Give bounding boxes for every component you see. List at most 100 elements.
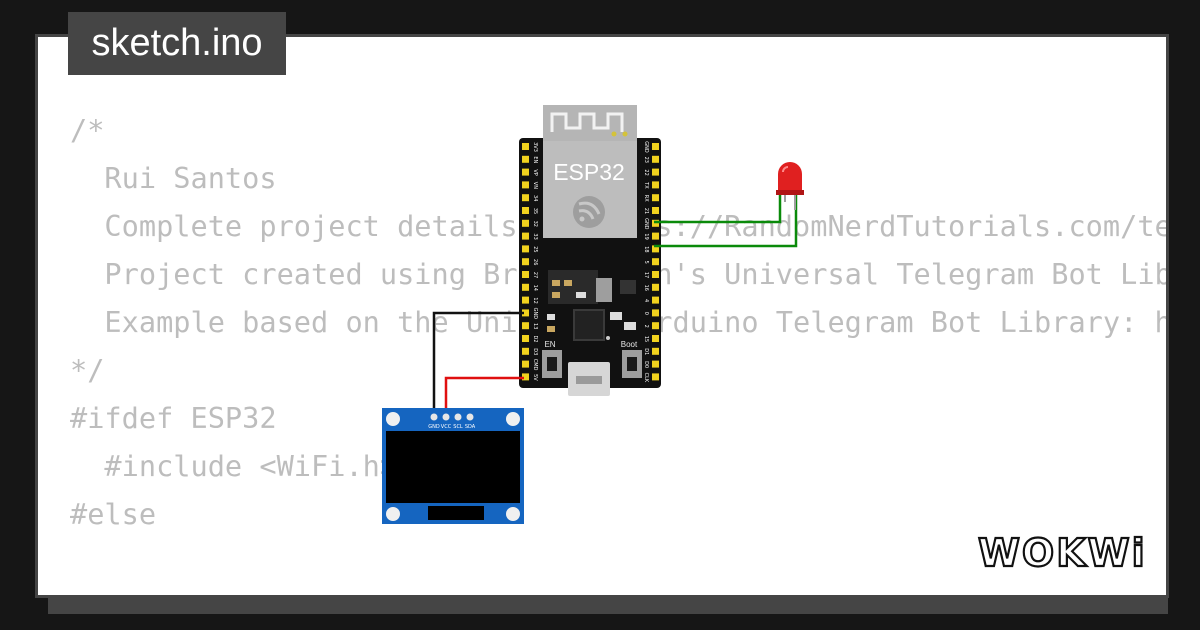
- wokwi-logo-text: WOKWi: [978, 531, 1147, 575]
- pin-label: D2: [532, 335, 538, 342]
- header-pin[interactable]: [652, 283, 659, 291]
- oled-pin[interactable]: [442, 413, 450, 421]
- header-pin[interactable]: [522, 181, 529, 189]
- pin-label: 15: [643, 336, 649, 342]
- header-pin[interactable]: [522, 271, 529, 278]
- esp32-board[interactable]: ESP32 3V3ENVPVN343532332526271412GND13D2…: [519, 105, 661, 396]
- header-pin[interactable]: [652, 143, 659, 150]
- boot-button[interactable]: [622, 350, 642, 378]
- header-pin[interactable]: [652, 335, 659, 342]
- header-pin[interactable]: [522, 258, 529, 266]
- pin-label: 17: [643, 272, 649, 278]
- pin-label: D0: [643, 361, 649, 368]
- header-pin[interactable]: [652, 373, 659, 381]
- code-line: #include <WiFi.h>: [70, 449, 398, 483]
- pin-label: 2: [643, 325, 649, 328]
- header-pin[interactable]: [652, 219, 659, 227]
- header-pin[interactable]: [522, 335, 529, 342]
- pin-label: GND: [643, 141, 649, 153]
- header-pin[interactable]: [652, 232, 659, 240]
- header-pin[interactable]: [652, 309, 659, 317]
- header-pin[interactable]: [522, 360, 529, 368]
- pin-label: 14: [532, 285, 538, 291]
- wire-led-anode[interactable]: [654, 182, 782, 224]
- pin-label: 35: [532, 208, 538, 214]
- pin-label: 33: [532, 233, 538, 239]
- header-pin[interactable]: [652, 245, 659, 253]
- pin-label: 12: [532, 297, 538, 303]
- header-pin[interactable]: [522, 322, 529, 330]
- code-line: Rui Santos: [70, 161, 277, 195]
- oled-pin-label: SCL: [453, 424, 463, 430]
- header-pin[interactable]: [652, 207, 659, 214]
- header-pin[interactable]: [522, 143, 529, 150]
- header-pin[interactable]: [652, 168, 659, 176]
- pin-label: 13: [532, 323, 538, 329]
- header-pin[interactable]: [522, 232, 529, 240]
- header-pin[interactable]: [522, 347, 529, 355]
- pin-label: RX: [643, 195, 649, 202]
- header-pin[interactable]: [652, 271, 659, 278]
- en-label: EN: [544, 340, 555, 349]
- header-pin[interactable]: [522, 155, 529, 163]
- header-pin[interactable]: [522, 296, 529, 304]
- pin-label: CLK: [643, 373, 649, 383]
- code-line: #else: [70, 497, 157, 531]
- pin-label: 3V3: [532, 142, 538, 152]
- oled-pin[interactable]: [466, 413, 474, 421]
- file-tab[interactable]: sketch.ino: [68, 12, 286, 75]
- pin-label: 23: [643, 157, 649, 163]
- esp32-label: ESP32: [553, 159, 625, 185]
- oled-pin[interactable]: [430, 413, 438, 421]
- pin-label: VN: [532, 182, 538, 189]
- oled-pin-label: SDA: [465, 424, 476, 430]
- header-pin[interactable]: [652, 258, 659, 266]
- pin-label: 27: [532, 272, 538, 278]
- pin-label: 22: [643, 169, 649, 175]
- pin-label: 25: [532, 246, 538, 252]
- led-icon[interactable]: [776, 162, 804, 210]
- header-pin[interactable]: [652, 296, 659, 304]
- code-line: #ifdef ESP32: [70, 401, 277, 435]
- header-pin[interactable]: [522, 168, 529, 176]
- pin-label: 26: [532, 259, 538, 265]
- oled-pin[interactable]: [454, 413, 462, 421]
- header-pin[interactable]: [522, 194, 529, 202]
- pin-label: 19: [643, 233, 649, 239]
- left-pin-header[interactable]: 3V3ENVPVN343532332526271412GND13D2D3CMD5…: [522, 142, 538, 381]
- header-pin[interactable]: [522, 309, 529, 317]
- header-pin[interactable]: [652, 360, 659, 368]
- wire-oled-gnd[interactable]: [432, 311, 524, 418]
- oled-pin-label: VCC: [441, 424, 452, 430]
- usb-port-icon: [568, 362, 610, 396]
- pin-label: D1: [643, 348, 649, 355]
- pin-label: TX: [643, 181, 649, 189]
- pin-label: 34: [532, 195, 538, 201]
- pin-label: 32: [532, 221, 538, 227]
- header-pin[interactable]: [522, 373, 529, 381]
- pin-label: 21: [643, 208, 649, 214]
- header-pin[interactable]: [652, 155, 659, 163]
- header-pin[interactable]: [652, 194, 659, 202]
- code-line: /*: [70, 113, 105, 147]
- header-pin[interactable]: [522, 207, 529, 214]
- pin-label: 0: [643, 312, 649, 315]
- espressif-logo-icon: [573, 196, 605, 228]
- header-pin[interactable]: [522, 283, 529, 291]
- pin-label: GND: [532, 308, 538, 320]
- code-line: */: [70, 353, 105, 387]
- pin-label: EN: [532, 156, 538, 163]
- header-pin[interactable]: [652, 181, 659, 189]
- oled-pin-label: GND: [428, 424, 440, 430]
- header-pin[interactable]: [522, 219, 529, 227]
- header-pin[interactable]: [522, 245, 529, 253]
- pin-label: 5V: [532, 374, 538, 381]
- en-button[interactable]: [542, 350, 562, 378]
- pin-label: VP: [532, 169, 538, 175]
- wire-led-cathode[interactable]: [654, 182, 798, 248]
- header-pin[interactable]: [652, 322, 659, 330]
- wire-oled-vcc[interactable]: [444, 376, 524, 418]
- header-pin[interactable]: [652, 347, 659, 355]
